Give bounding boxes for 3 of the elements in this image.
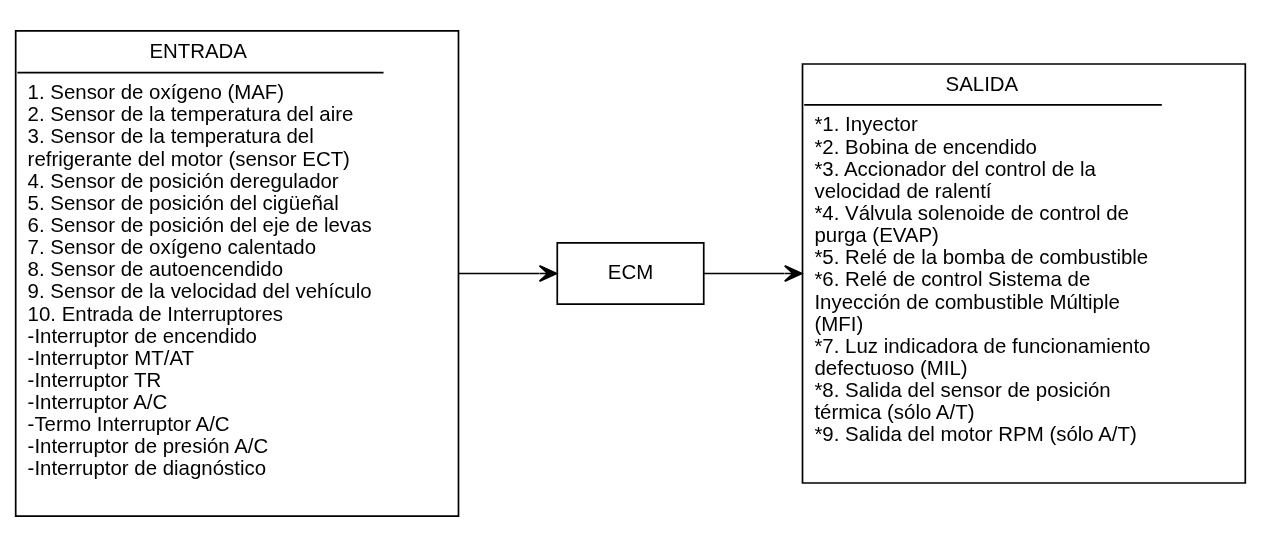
arrow	[702, 265, 803, 282]
node-box: ECM	[556, 242, 705, 305]
arrow	[458, 265, 558, 282]
